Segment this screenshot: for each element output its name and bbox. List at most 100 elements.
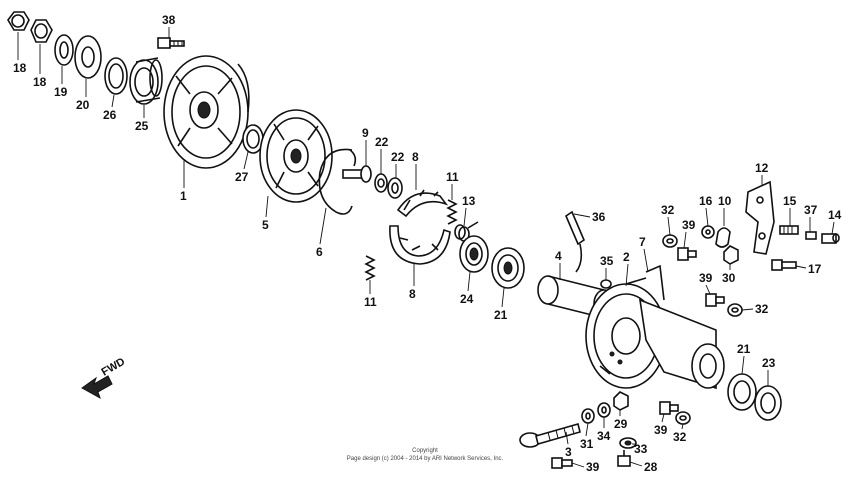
callout-39d: 39 (586, 460, 600, 474)
callout-21a: 21 (494, 308, 508, 322)
forward-direction-indicator: FWD (81, 356, 128, 400)
spring-11b (364, 255, 376, 281)
washer-22b (387, 177, 403, 199)
bolt-39c (659, 401, 679, 415)
washer-33 (619, 437, 637, 449)
callout-32a: 32 (661, 203, 675, 217)
callout-12: 12 (755, 161, 769, 175)
callout-24: 24 (460, 292, 474, 306)
callout-30: 30 (722, 271, 736, 285)
callout-33: 33 (634, 442, 648, 456)
callout-6: 6 (316, 245, 323, 259)
callout-32c: 32 (673, 430, 687, 444)
washer-32b (727, 303, 743, 317)
clip-35 (600, 279, 612, 289)
washer-31 (581, 408, 595, 424)
callout-13: 13 (462, 194, 476, 208)
bearing-23 (754, 385, 782, 421)
callout-27: 27 (235, 170, 249, 184)
callout-25: 25 (135, 119, 149, 133)
end-14 (821, 233, 840, 244)
fwd-label: FWD (100, 356, 128, 379)
callout-11a: 11 (446, 170, 459, 184)
spring-11a (446, 199, 458, 225)
hex-nut-18a (7, 11, 30, 31)
callout-31: 31 (580, 437, 594, 451)
callout-3: 3 (565, 445, 572, 459)
washer-20 (74, 35, 102, 79)
swing-arm-7 (639, 264, 725, 390)
hub-25 (129, 57, 163, 105)
ring-26 (104, 57, 128, 95)
callout-15: 15 (783, 194, 797, 208)
callout-18a: 18 (13, 61, 27, 75)
brake-drum-5 (259, 109, 333, 203)
bearing-24 (459, 235, 489, 273)
adjuster-15 (779, 225, 799, 235)
brake-shoe-8a (396, 189, 449, 218)
callout-23: 23 (762, 356, 776, 370)
callout-39b: 39 (699, 271, 713, 285)
copyright-line-1: Copyright (412, 448, 438, 454)
bolt-39b (705, 293, 725, 307)
callout-39c: 39 (654, 423, 668, 437)
callout-8b: 8 (409, 287, 416, 301)
bolt-38 (157, 37, 185, 49)
washer-32c (675, 411, 691, 425)
washer-34 (597, 402, 611, 418)
bolt-17 (771, 259, 797, 271)
callout-5: 5 (262, 218, 269, 232)
forward-arrow-icon (81, 375, 113, 400)
callout-9: 9 (362, 126, 369, 140)
callout-22b: 22 (391, 150, 405, 164)
part-callouts: 18 18 19 20 26 25 38 1 27 5 6 9 22 22 8 … (13, 13, 842, 474)
callout-35: 35 (600, 254, 614, 268)
callout-32b: 32 (755, 302, 769, 316)
callout-8a: 8 (412, 150, 419, 164)
callout-28: 28 (644, 460, 658, 474)
brake-shoe-8b (389, 225, 451, 265)
callout-1: 1 (180, 189, 187, 203)
bolt-28 (617, 450, 631, 467)
callout-36: 36 (592, 210, 606, 224)
pin-37 (805, 231, 817, 240)
bearing-21b (727, 373, 757, 411)
callout-7: 7 (639, 235, 646, 249)
adjuster-bolt-3 (519, 423, 581, 448)
hex-nut-18b (30, 19, 53, 43)
callout-34: 34 (597, 429, 611, 443)
bolt-39d (551, 457, 573, 469)
copyright-line-2: Page design (c) 2004 - 2014 by ARI Netwo… (347, 456, 504, 462)
nut-29 (613, 391, 629, 411)
callout-4: 4 (555, 249, 562, 263)
brake-cam-9 (342, 165, 372, 183)
washer-19 (54, 34, 74, 66)
callout-26: 26 (103, 108, 117, 122)
callout-29: 29 (614, 417, 628, 431)
callout-14: 14 (828, 208, 842, 222)
callout-10: 10 (718, 194, 732, 208)
callout-22a: 22 (375, 135, 389, 149)
hose-36 (565, 210, 585, 273)
callout-2: 2 (623, 250, 630, 264)
stay-10 (715, 227, 731, 248)
callout-16: 16 (699, 194, 713, 208)
callout-17: 17 (808, 262, 822, 276)
bolt-39a (677, 247, 697, 261)
callout-37: 37 (804, 203, 818, 217)
washer-32a (662, 234, 678, 248)
callout-21b: 21 (737, 342, 751, 356)
callout-19: 19 (54, 85, 68, 99)
nut-16 (701, 225, 715, 239)
bearing-21a (491, 247, 525, 289)
nut-30 (723, 245, 739, 265)
bracket-12 (745, 180, 775, 255)
snap-ring-6 (318, 148, 357, 215)
callout-39a: 39 (682, 218, 696, 232)
callout-18b: 18 (33, 75, 47, 89)
callout-20: 20 (76, 98, 90, 112)
washer-22a (374, 173, 388, 193)
wheel-hub-1 (163, 55, 250, 169)
callout-11b: 11 (364, 295, 377, 309)
